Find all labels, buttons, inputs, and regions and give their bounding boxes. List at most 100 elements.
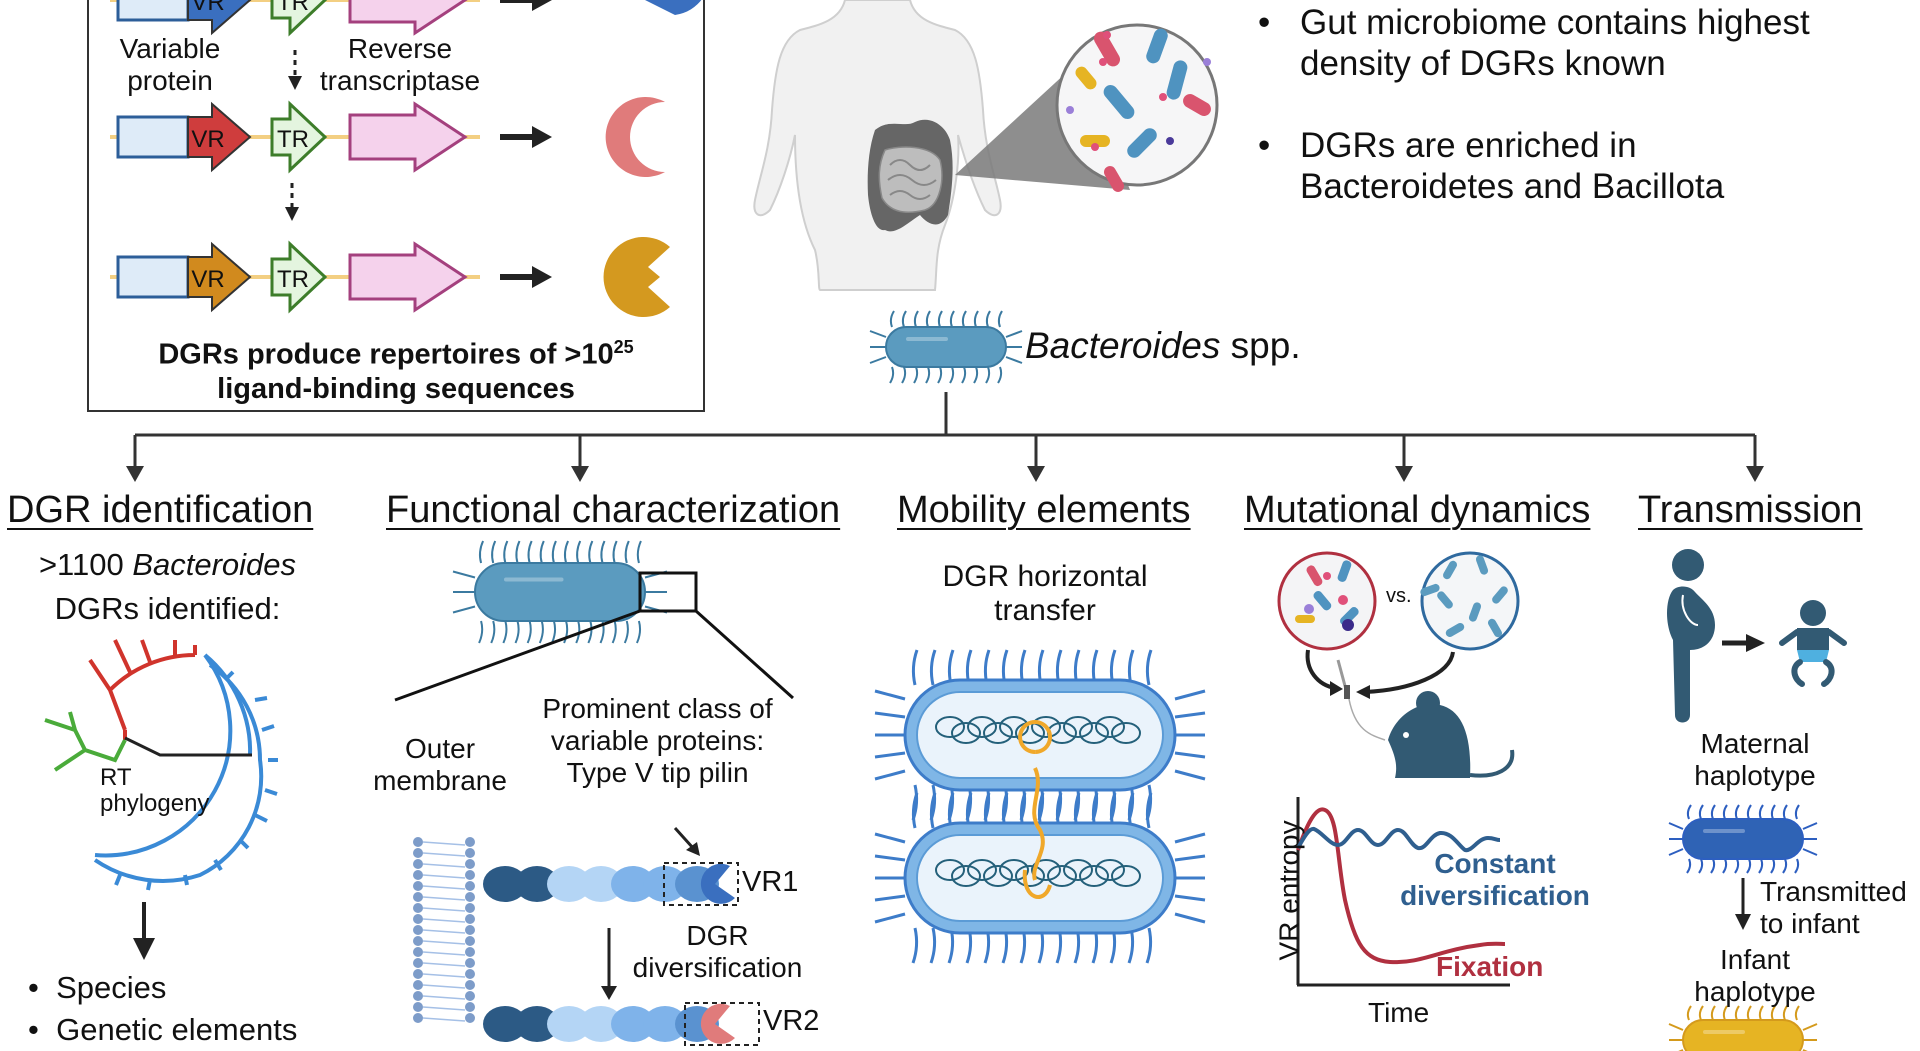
cilium [973, 310, 979, 328]
chromosome-loop [1063, 716, 1093, 738]
tree-red-clade [88, 639, 197, 731]
tr-segment [270, 0, 328, 37]
lipid-tail [422, 907, 466, 912]
cilium [1758, 1005, 1764, 1021]
lipid-tail [422, 940, 466, 945]
lipid-tail [422, 841, 466, 846]
cilium [599, 620, 605, 644]
lipid-head [413, 925, 423, 935]
product-arrowhead [532, 0, 552, 11]
pilus [874, 912, 906, 924]
tr-label: TR [277, 126, 309, 153]
pilus [874, 769, 906, 781]
cilium [997, 366, 1003, 384]
cilium [1734, 1005, 1740, 1021]
cilium [913, 310, 919, 328]
pilin-pointer-arrow [673, 826, 695, 850]
lipid-head [413, 980, 423, 990]
branch-arrowhead-4 [1395, 466, 1413, 482]
lipid-head [465, 947, 475, 957]
reverse-transcriptase-gene [348, 0, 468, 36]
chromosome-loop [983, 722, 1013, 744]
chromosome-loop [1079, 865, 1109, 887]
chromosome-loop [1063, 859, 1093, 881]
mutational-graphics [1277, 551, 1520, 987]
bacteroides-rod [1443, 560, 1457, 580]
bacteroides-bacterium-icon [869, 310, 1023, 384]
transfer-arrow-right [1364, 651, 1455, 694]
cilium [1770, 858, 1776, 874]
cilium [985, 366, 991, 384]
chromosome-loop [935, 859, 965, 881]
chromosome-loop [1031, 859, 1061, 881]
cilium [515, 540, 521, 564]
pilus [874, 894, 906, 902]
lipid-head [413, 859, 423, 869]
vr-label: VR [191, 266, 224, 293]
variable-protein-gene [116, 0, 190, 22]
cilium [1698, 858, 1704, 874]
chromosome-loop [999, 859, 1029, 881]
bullet-dot: • [1258, 3, 1271, 42]
dgr-count-text: >1100 Bacteroides DGRs identified: [0, 543, 335, 631]
cilium [576, 540, 582, 564]
pilus [1174, 854, 1206, 862]
vs-label: vs. [1386, 585, 1412, 607]
lipid-head [413, 870, 423, 880]
pregnant-mother-icon [1667, 549, 1715, 723]
cilium [538, 620, 544, 644]
cilium [611, 620, 617, 644]
cilium [452, 570, 476, 579]
cilium [1758, 858, 1764, 874]
pilin-chain-vr1 [483, 863, 735, 904]
cilium [478, 540, 484, 564]
dgr-id-down-arrow [133, 902, 155, 960]
cilium [889, 310, 895, 328]
tr-segment [270, 240, 328, 314]
reverse-transcriptase-gene [348, 241, 468, 313]
chromosome-loop [1079, 722, 1109, 744]
cilium [1698, 1005, 1704, 1021]
prominent-class-label: Prominent class of variable proteins: Ty… [542, 693, 773, 788]
pilus [1174, 689, 1206, 701]
constant-diversification-label: Constant diversification [1400, 848, 1590, 911]
bullet-dot: • [1258, 126, 1271, 165]
bacteroides-suffix: spp. [1220, 325, 1301, 366]
cilium [901, 366, 907, 384]
tr-label: TR [277, 266, 309, 293]
cassette-caption: DGRs produce repertoires of >1025 ligand… [95, 330, 697, 406]
pilin-domain [483, 866, 527, 902]
lipid-head [465, 914, 475, 924]
cilium [1794, 1005, 1800, 1021]
variable-protein-label: Variable protein [119, 33, 221, 96]
cilium [1686, 1005, 1692, 1021]
bacterium-body [885, 326, 1007, 368]
horizontal-transfer-illustration [874, 649, 1206, 964]
lipid-head [465, 892, 475, 902]
chromosome-loop [1031, 716, 1061, 738]
zoom-line-left [394, 609, 641, 702]
variable-protein-product [603, 237, 670, 317]
cell-2 [874, 792, 1206, 964]
pilus [1174, 832, 1206, 844]
vr-segment [187, 0, 252, 36]
pilus [1145, 792, 1153, 829]
lipid-tail [422, 984, 466, 989]
chromosome-loop [1047, 865, 1077, 887]
cilium [1802, 822, 1818, 830]
chromosome-loop [951, 722, 981, 744]
branch-arrowhead-3 [1027, 466, 1045, 482]
vr-label: VR [191, 0, 224, 16]
cilium [478, 620, 484, 644]
dgr-id-bullet-species: • Species [28, 970, 167, 1005]
chromosome-loop [935, 716, 965, 738]
cilium [869, 356, 887, 364]
chromosome-loop [1111, 865, 1141, 887]
dgr-mobile-element-inserted [1022, 869, 1052, 899]
caption-line1: DGRs produce repertoires of >10 [158, 338, 614, 371]
cilium [1794, 804, 1800, 820]
cilium [624, 540, 630, 564]
bacterium-highlight [906, 337, 948, 341]
cilium [889, 366, 895, 384]
